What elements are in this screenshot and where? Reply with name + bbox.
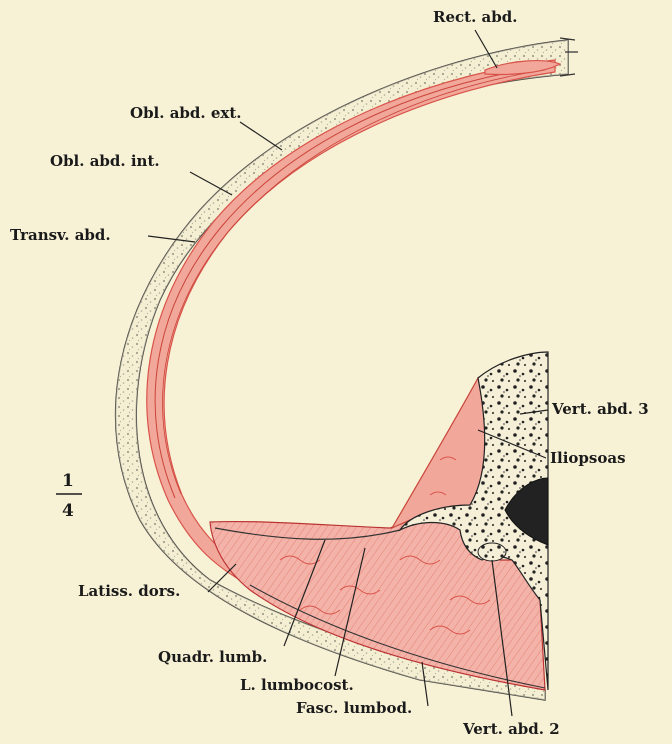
scale-numerator: 1 <box>62 471 74 491</box>
label-l-lumbocost: L. lumbocost. <box>240 676 354 694</box>
label-obl-abd-ext: Obl. abd. ext. <box>130 104 241 122</box>
label-quadr-lumb: Quadr. lumb. <box>158 648 267 666</box>
leader-obl-abd-ext <box>240 122 282 150</box>
label-rect-abd: Rect. abd. <box>433 8 517 26</box>
label-latiss-dors: Latiss. dors. <box>78 582 180 600</box>
label-transv-abd: Transv. abd. <box>10 226 111 244</box>
label-fasc-lumbod: Fasc. lumbod. <box>296 699 412 717</box>
label-vert-abd-3: Vert. abd. 3 <box>551 400 649 418</box>
scale-denominator: 4 <box>62 501 74 521</box>
scale-fraction: 1 4 <box>56 471 82 521</box>
vertebral-process <box>478 543 506 561</box>
label-obl-abd-int: Obl. abd. int. <box>50 152 160 170</box>
label-iliopsoas: Iliopsoas <box>550 449 626 467</box>
label-vert-abd-2: Vert. abd. 2 <box>462 720 560 738</box>
